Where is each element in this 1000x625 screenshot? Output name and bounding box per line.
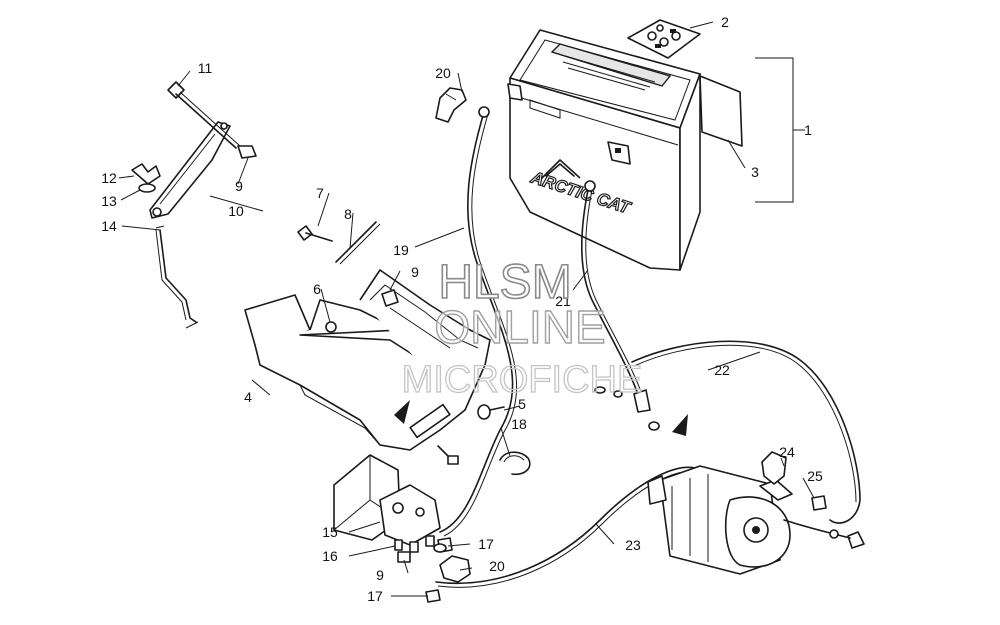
ground-cable [631, 340, 861, 524]
callout-9-bar: 9 [235, 178, 243, 194]
terminal-hardware-kit [627, 19, 701, 59]
callout-6: 6 [313, 281, 321, 297]
callout-15: 15 [322, 524, 338, 540]
wing-nut [131, 163, 161, 185]
callout-20-top: 20 [435, 65, 451, 81]
j-bolt-rod [159, 229, 197, 323]
callout-8: 8 [344, 206, 352, 222]
callout-12: 12 [101, 170, 117, 186]
callout-24: 24 [779, 444, 795, 460]
nut [397, 551, 411, 563]
callout-11: 11 [198, 60, 213, 76]
starter-terminal-boot [761, 451, 787, 485]
watermark: HLSM ONLINE MICROFICHE [401, 255, 643, 401]
bolt [167, 81, 241, 149]
callout-23: 23 [625, 537, 641, 553]
watermark-line-3: MICROFICHE [402, 359, 643, 401]
cable-tie-ring [499, 451, 531, 476]
starter-bolt [833, 531, 865, 549]
callout-7: 7 [316, 185, 324, 201]
starter-relay [379, 484, 441, 553]
callout-17-lower: 17 [367, 588, 383, 604]
terminal-boot [439, 555, 471, 583]
bolt-and-rod [297, 221, 381, 265]
callout-19: 19 [393, 242, 409, 258]
starter-nut [811, 495, 827, 511]
positive-cable [439, 111, 514, 533]
nut [381, 289, 399, 307]
callout-10: 10 [228, 203, 244, 219]
callout-9-tray: 9 [411, 264, 419, 280]
callout-9-relay: 9 [376, 567, 384, 583]
callout-18: 18 [511, 416, 527, 432]
washer [138, 183, 156, 193]
battery-tray [244, 269, 491, 451]
callout-16: 16 [322, 548, 338, 564]
callout-21: 21 [555, 293, 571, 309]
watermark-line-2: ONLINE [434, 301, 605, 353]
callout-1: 1 [804, 122, 812, 138]
hold-down-bracket [149, 121, 231, 219]
starter-cable [435, 466, 701, 584]
terminal-boot [435, 87, 467, 123]
callout-13: 13 [101, 193, 117, 209]
negative-cable [580, 189, 641, 401]
callout-25: 25 [807, 468, 823, 484]
screw [437, 445, 459, 465]
watermark-line-1: HLSM [438, 256, 571, 309]
callout-5: 5 [518, 396, 526, 412]
nut [425, 589, 441, 603]
callout-3: 3 [751, 164, 759, 180]
callout-20-bottom: 20 [489, 558, 505, 574]
tray-bolt [477, 404, 505, 420]
callout-labels: 1 2 3 4 5 6 7 8 9 9 9 10 11 12 13 14 15 … [101, 14, 823, 604]
callout-17-upper: 17 [478, 536, 494, 552]
nut [237, 145, 257, 159]
battery [507, 29, 701, 271]
starter-motor [647, 465, 793, 575]
callout-14: 14 [101, 218, 117, 234]
callout-22: 22 [714, 362, 730, 378]
callout-2: 2 [721, 14, 729, 30]
battery-label-sheet [699, 75, 743, 147]
leader-lines [118, 21, 815, 597]
callout-4: 4 [244, 389, 252, 405]
